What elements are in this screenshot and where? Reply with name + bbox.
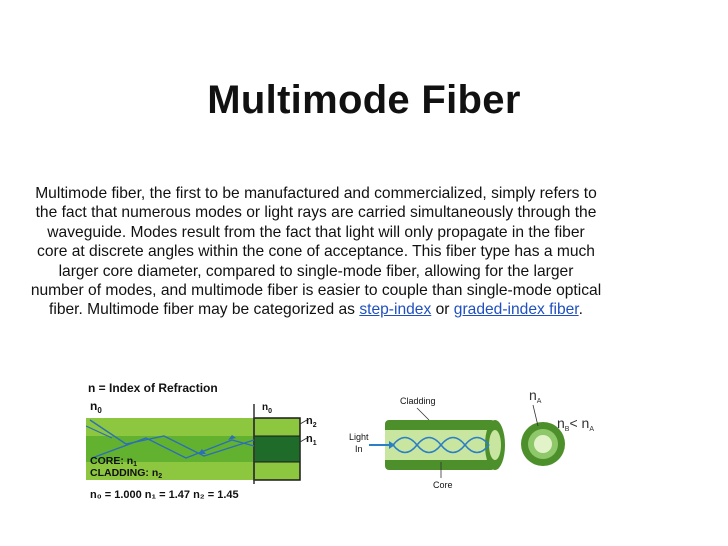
- step-index-refraction-diagram: n = Index of Refraction n0 n0 n2 n1 CORE…: [86, 381, 317, 501]
- n0-left-label: n0: [90, 399, 102, 415]
- n2-leader: [299, 419, 308, 425]
- ray-entry: [86, 425, 113, 439]
- ray-arrow-1: [198, 449, 206, 454]
- fiber-end-inner: [489, 430, 501, 460]
- core-callout: Core: [433, 480, 453, 490]
- wave-path-2: [392, 436, 490, 454]
- index-relation: nB< nA: [557, 415, 594, 433]
- ray-arrow-2: [228, 435, 236, 440]
- light-in-arrowhead: [389, 441, 395, 449]
- cross-section-core: [534, 435, 552, 453]
- body-text-mid: or: [431, 301, 454, 319]
- step-index-link[interactable]: step-index: [359, 301, 432, 319]
- body-text-pre: Multimode fiber, the first to be manufac…: [30, 185, 602, 319]
- cladding-leader: [416, 407, 430, 421]
- n1-leader: [299, 437, 308, 443]
- na-label: nA: [529, 387, 542, 405]
- core-label: CORE: n1: [90, 455, 137, 468]
- ray-path-1: [89, 419, 255, 457]
- light-in-label-2: In: [355, 444, 363, 454]
- graded-index-fiber-link[interactable]: graded-index fiber: [453, 301, 579, 319]
- n2-label: n2: [306, 415, 317, 429]
- light-in-label-1: Light: [349, 432, 369, 442]
- n1-label: n1: [306, 433, 317, 447]
- cladding-label: CLADDING: n2: [90, 467, 162, 480]
- slide-body-text: Multimode fiber, the first to be manufac…: [30, 184, 602, 320]
- fiber-end-core: [253, 435, 301, 463]
- na-leader: [532, 404, 539, 427]
- graded-index-diagram: Cladding Light In Core nA nB< nA: [349, 387, 594, 490]
- index-values: n₀ = 1.000 n₁ = 1.47 n₂ = 1.45: [90, 489, 239, 501]
- index-of-refraction-label: n = Index of Refraction: [88, 381, 218, 395]
- ray-path-2: [91, 437, 255, 459]
- n0-right-label: n0: [262, 402, 272, 415]
- body-text-post: .: [578, 301, 583, 319]
- cladding-callout: Cladding: [400, 396, 436, 406]
- slide-title: Multimode Fiber: [207, 78, 521, 122]
